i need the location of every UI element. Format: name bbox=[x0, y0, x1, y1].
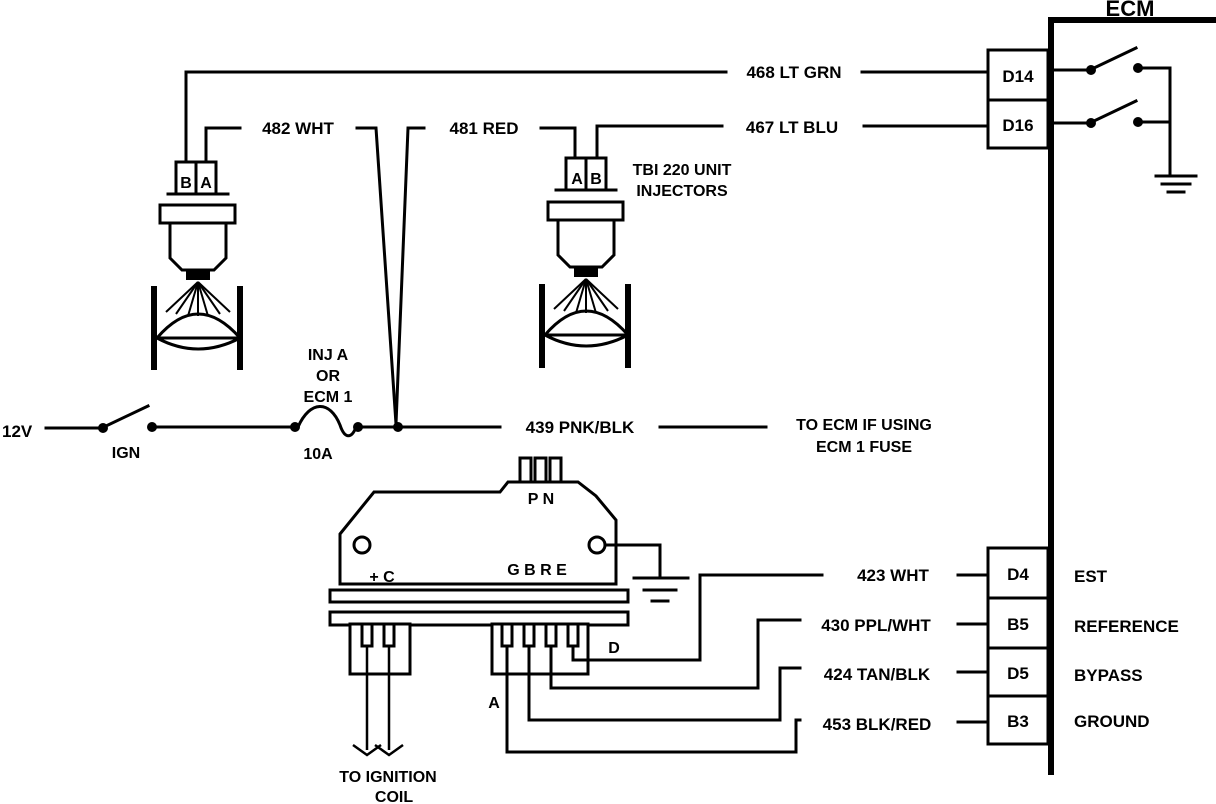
ecm-fuse-note-line2: ECM 1 FUSE bbox=[816, 439, 912, 456]
wire-481 bbox=[394, 126, 426, 426]
module-ground-icon bbox=[632, 576, 690, 603]
injector-right-icon bbox=[539, 156, 631, 368]
wire-467 bbox=[595, 124, 724, 160]
injector-right-pin-b: B bbox=[590, 171, 602, 188]
coil-label-line1: TO IGNITION bbox=[339, 769, 436, 786]
pin-d5-label: D5 bbox=[1007, 664, 1029, 683]
function-ground-label: GROUND bbox=[1074, 712, 1150, 731]
ecm-fuse-note-line1: TO ECM IF USING bbox=[796, 417, 932, 434]
injector-left-pin-b: B bbox=[180, 175, 192, 192]
wire-453-label: 453 BLK/RED bbox=[823, 715, 932, 734]
splice-dot bbox=[393, 422, 403, 432]
ignition-switch-icon bbox=[98, 404, 157, 433]
wire-424 bbox=[527, 644, 802, 722]
fuse-label-line2: OR bbox=[316, 368, 340, 385]
pin-b3 bbox=[986, 694, 1050, 746]
pin-d4 bbox=[986, 546, 1050, 600]
injector-right-pin-a: A bbox=[571, 171, 583, 188]
pin-b5 bbox=[986, 596, 1050, 650]
pin-d16-label: D16 bbox=[1002, 116, 1033, 135]
coil-leads bbox=[352, 646, 404, 757]
pin-d14 bbox=[986, 48, 1050, 102]
ignition-module-icon bbox=[328, 456, 630, 676]
pin-b5-label: B5 bbox=[1007, 615, 1029, 634]
wire-481-label: 481 RED bbox=[450, 119, 519, 138]
wire-482 bbox=[204, 126, 242, 164]
fuse-label-line3: ECM 1 bbox=[304, 389, 353, 406]
ignition-switch-label: IGN bbox=[112, 445, 140, 462]
injectors-label-line2: INJECTORS bbox=[636, 183, 728, 200]
module-ground-wire bbox=[603, 543, 662, 578]
wire-423 bbox=[571, 573, 824, 662]
wire-468 bbox=[184, 70, 728, 164]
ecm-driver-switches bbox=[1052, 46, 1172, 178]
module-a-label: A bbox=[488, 695, 500, 712]
injector-left-icon bbox=[151, 160, 243, 370]
power-source-label: 12V bbox=[2, 422, 33, 441]
pin-b3-label: B3 bbox=[1007, 712, 1029, 731]
ecm-boundary bbox=[1048, 17, 1216, 775]
function-bypass-label: BYPASS bbox=[1074, 666, 1143, 685]
module-pn-label: P N bbox=[528, 491, 554, 508]
wire-468-label: 468 LT GRN bbox=[746, 63, 841, 82]
wire-424-label: 424 TAN/BLK bbox=[824, 665, 931, 684]
fuse-label-line1: INJ A bbox=[308, 347, 349, 364]
module-gbre-label: G B R E bbox=[507, 562, 567, 579]
coil-label-line2: COIL bbox=[375, 789, 413, 804]
function-reference-label: REFERENCE bbox=[1074, 617, 1179, 636]
wire-467-label: 467 LT BLU bbox=[746, 118, 838, 137]
fuse-rating-label: 10A bbox=[303, 446, 333, 463]
module-plus-c-label: + C bbox=[369, 569, 395, 586]
injector-left-pin-a: A bbox=[200, 175, 212, 192]
ecm-ground-icon bbox=[1154, 174, 1198, 194]
module-d-label: D bbox=[608, 640, 620, 657]
function-est-label: EST bbox=[1074, 567, 1108, 586]
fuse-icon bbox=[290, 405, 363, 438]
pin-d14-label: D14 bbox=[1002, 67, 1034, 86]
ecm-title: ECM bbox=[1106, 0, 1155, 21]
wire-482-label: 482 WHT bbox=[262, 119, 334, 138]
wire-430-label: 430 PPL/WHT bbox=[821, 616, 931, 635]
wire-430 bbox=[549, 618, 802, 690]
wire-453 bbox=[505, 644, 802, 754]
wire-439-label: 439 PNK/BLK bbox=[526, 418, 635, 437]
wire-423-label: 423 WHT bbox=[857, 566, 929, 585]
injectors-label-line1: TBI 220 UNIT bbox=[633, 162, 732, 179]
pin-d16 bbox=[986, 98, 1050, 150]
pin-d4-label: D4 bbox=[1007, 565, 1029, 584]
